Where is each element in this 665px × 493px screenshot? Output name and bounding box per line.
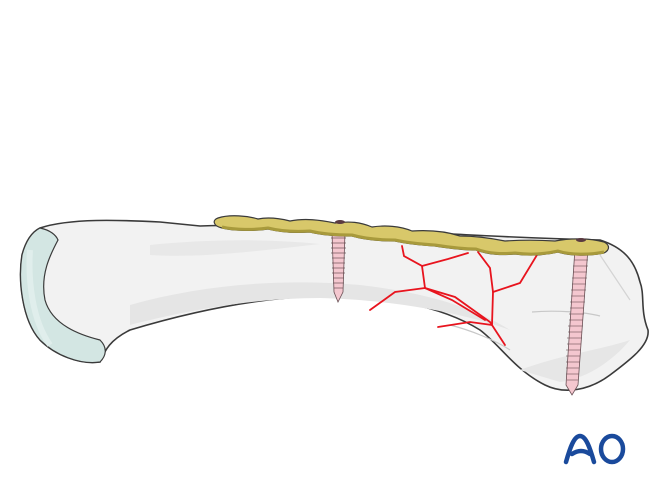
bone xyxy=(19,219,649,391)
fracture-lines xyxy=(369,245,541,346)
plate xyxy=(213,215,610,256)
ao-logo-a xyxy=(563,433,597,465)
ao-logo-o xyxy=(598,433,626,465)
articular-cartilage xyxy=(20,227,106,364)
ao-logo xyxy=(563,433,626,465)
